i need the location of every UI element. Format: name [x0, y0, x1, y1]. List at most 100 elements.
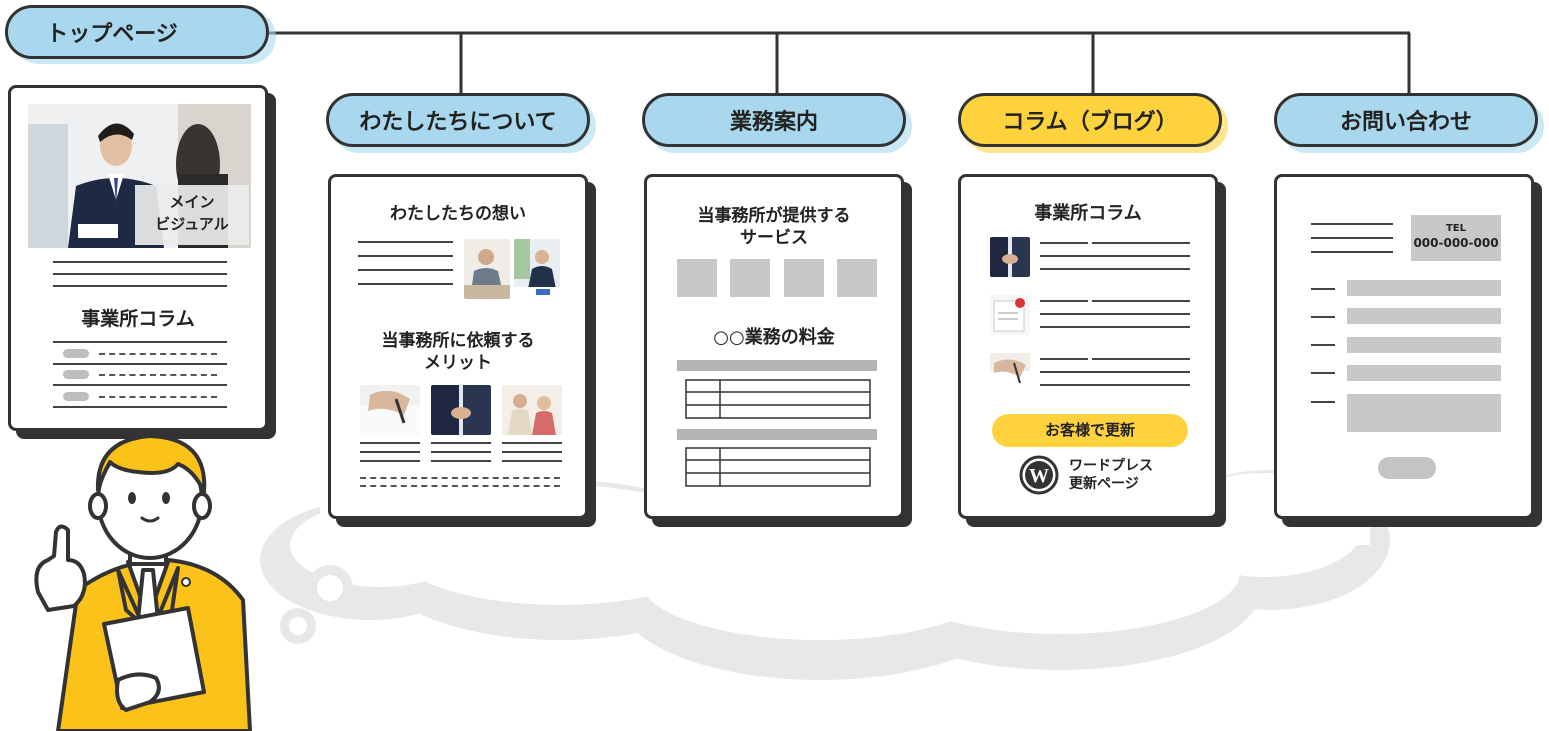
text-line: [1040, 242, 1088, 244]
tel-box: TEL 000-000-000: [1411, 215, 1501, 261]
column-title: 事業所コラム: [1034, 203, 1142, 224]
text-line: [360, 442, 420, 444]
price-table-1: [685, 379, 871, 419]
form-field: [1347, 280, 1501, 296]
form-field: [1347, 365, 1501, 381]
nav-pill-services[interactable]: 業務案内: [642, 93, 906, 147]
nav-label-contact: お問い合わせ: [1339, 110, 1472, 135]
services-page-card: 当事務所が提供する サービス ○○業務の料金: [644, 174, 904, 519]
price-table-2: [685, 447, 871, 487]
text-line: [358, 255, 453, 257]
services-title-1-line-2: サービス: [740, 228, 808, 248]
text-line: [1311, 223, 1393, 225]
text-line: [1040, 384, 1190, 386]
text-line: [358, 269, 453, 271]
couple-photo: [502, 385, 562, 435]
nav-pill-contact[interactable]: お問い合わせ: [1274, 93, 1538, 147]
text-line: [502, 442, 562, 444]
dashed-line: [99, 353, 217, 355]
meeting-photo: [514, 239, 560, 299]
form-label-line: [1311, 316, 1335, 318]
text-line: [1040, 268, 1190, 270]
text-line: [431, 451, 491, 453]
table-header-bar: [677, 429, 877, 440]
customer-update-label: お客様で更新: [1044, 421, 1135, 439]
tag-pill: [63, 392, 89, 401]
column-thumb-handshake: [990, 237, 1030, 277]
services-title-1: 当事務所が提供する サービス: [647, 205, 901, 249]
text-line: [1311, 251, 1393, 253]
top-card-section-title: 事業所コラム: [81, 308, 195, 330]
text-line: [53, 363, 227, 365]
service-block: [677, 259, 717, 297]
signing-photo: [360, 385, 420, 435]
wordpress-icon: W: [1019, 455, 1059, 495]
caption-line-1: メイン: [169, 193, 215, 211]
top-page-label: トップページ: [46, 22, 178, 47]
form-label-line: [1311, 344, 1335, 346]
text-line: [1311, 237, 1393, 239]
text-line: [53, 285, 227, 287]
text-line: [358, 283, 453, 285]
wordpress-text: ワードプレス 更新ページ: [1069, 457, 1153, 493]
text-line: [431, 460, 491, 462]
dashed-line: [360, 485, 560, 487]
dashed-line: [99, 374, 217, 376]
text-line: [360, 460, 420, 462]
dashed-line: [99, 396, 217, 398]
top-page-card: メイン ビジュアル 事業所コラム: [8, 85, 268, 431]
service-block: [784, 259, 824, 297]
form-label-line: [1311, 288, 1335, 290]
text-line: [53, 273, 227, 275]
table-header-bar: [677, 360, 877, 371]
tel-number: 000-000-000: [1413, 236, 1499, 250]
text-line: [1040, 255, 1190, 257]
services-title-2: ○○業務の料金: [713, 327, 835, 348]
main-visual-caption: メイン ビジュアル: [135, 185, 249, 245]
about-title-2-line-2: メリット: [424, 353, 492, 373]
service-block: [730, 259, 770, 297]
text-line: [1040, 313, 1190, 315]
text-line: [502, 460, 562, 462]
text-line: [360, 451, 420, 453]
nav-label-services: 業務案内: [729, 110, 818, 135]
tag-pill: [63, 370, 89, 379]
text-line: [1040, 326, 1190, 328]
consultation-photo: [464, 239, 510, 299]
form-field: [1347, 337, 1501, 353]
text-line: [502, 451, 562, 453]
column-page-card: 事業所コラム お客様で更新 W ワードプレス 更新ページ: [958, 174, 1218, 519]
text-line: [1092, 358, 1190, 360]
about-page-card: わたしたちの想い 当事務所に依頼する メリット: [328, 174, 588, 519]
tag-pill: [63, 349, 89, 358]
column-thumb-signing: [990, 353, 1030, 393]
wordpress-line-1: ワードプレス: [1069, 458, 1153, 474]
text-line: [1092, 242, 1190, 244]
form-field: [1347, 308, 1501, 324]
caption-line-2: ビジュアル: [155, 215, 229, 233]
dashed-line: [360, 477, 560, 479]
about-title-2: 当事務所に依頼する メリット: [331, 330, 585, 374]
text-line: [53, 341, 227, 343]
customer-update-badge: お客様で更新: [992, 414, 1188, 447]
service-block: [837, 259, 877, 297]
tel-label: TEL: [1445, 223, 1467, 234]
form-label-line: [1311, 401, 1335, 403]
nav-pill-about[interactable]: わたしたちについて: [326, 93, 590, 147]
nav-label-column: コラム（ブログ）: [1002, 110, 1178, 135]
column-thumb-documents: [990, 295, 1030, 335]
text-line: [1040, 300, 1088, 302]
contact-page-card: TEL 000-000-000: [1274, 174, 1534, 519]
top-page-pill[interactable]: トップページ: [5, 5, 269, 59]
text-line: [431, 442, 491, 444]
text-line: [1092, 300, 1190, 302]
form-submit-button: [1378, 457, 1436, 479]
businessman-illustration: [34, 434, 252, 731]
wordpress-line-2: 更新ページ: [1069, 476, 1139, 492]
text-line: [1040, 358, 1088, 360]
form-label-line: [1311, 372, 1335, 374]
text-line: [53, 406, 227, 408]
nav-pill-column[interactable]: コラム（ブログ）: [958, 93, 1222, 147]
svg-text:W: W: [1029, 465, 1049, 487]
